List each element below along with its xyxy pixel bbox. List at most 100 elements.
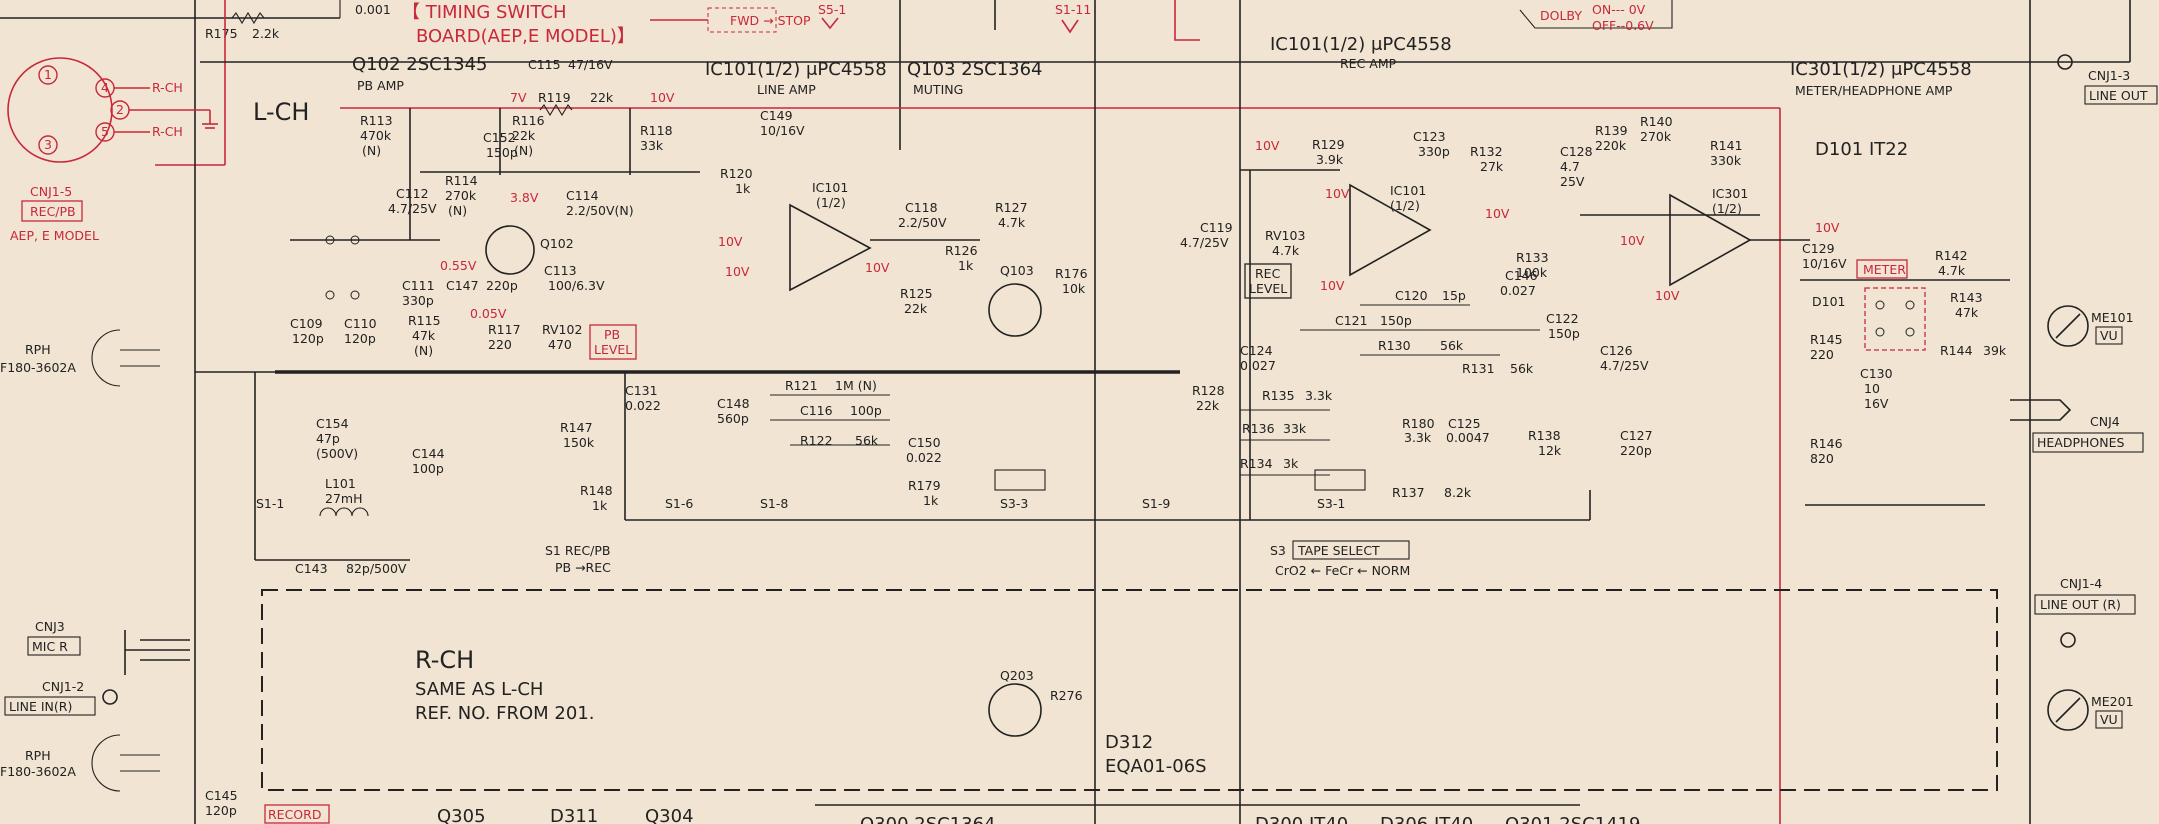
v10-label-5: 10V [1255,138,1280,153]
svg-text:R-CH: R-CH [152,80,183,95]
timing-switch-label-2: BOARD(AEP,E MODEL)】 [416,26,635,47]
meter-amp-section: IC301(1/2) μPC4558 METER/HEADPHONE AMP D… [1560,54,2158,731]
r116-label: R116 [512,113,545,128]
c152-value: 150p [486,145,518,160]
r129-label: R129 [1312,137,1345,152]
r116-n: (N) [514,143,533,158]
rv102-value: 470 [548,337,572,352]
r129-value: 3.9k [1316,152,1344,167]
r126-label: R126 [945,243,978,258]
c109-value: 120p [292,331,324,346]
c125-label: C125 [1448,416,1481,431]
r119-label: R119 [538,90,571,105]
r143-label: R143 [1950,290,1983,305]
r143-value: 47k [1955,305,1979,320]
r-ch-block: R-CH SAME AS L-CH REF. NO. FROM 201. Q20… [261,589,1998,791]
r180-value: 3.3k [1404,430,1432,445]
left-lower-connectors: CNJ3 MIC R CNJ1-2 LINE IN(R) C145 120p R… [4,619,330,824]
c113-value: 100/6.3V [548,278,605,293]
c116-value: 100p [850,403,882,418]
r132-value: 27k [1480,159,1504,174]
v10-label-2: 10V [718,234,743,249]
svg-text:2: 2 [116,102,124,117]
r140-value: 270k [1640,129,1672,144]
q300-label: Q300 2SC1364 [860,814,996,824]
r145-value: 220 [1810,347,1834,362]
v10-label-9: 10V [1620,233,1645,248]
cnj1-4-label: CNJ1-4 [2060,576,2102,591]
r135-label: R135 [1262,388,1295,403]
pb-amp-section: Q102 2SC1345 PB AMP C115 47/16V R119 22k… [254,54,700,576]
line-amp-section: IC101(1/2) μPC4558 LINE AMP Q103 2SC1364… [705,59,1225,511]
r137-label: R137 [1392,485,1425,500]
cnj1-3-label: CNJ1-3 [2088,68,2130,83]
r180-label: R180 [1402,416,1435,431]
v38-label: 3.8V [510,190,539,205]
v055-label: 0.55V [440,258,477,273]
c116-label: C116 [800,403,833,418]
v10-label-11: 10V [1815,220,1840,235]
q103-symbol [988,283,1042,337]
r119-value: 22k [590,90,614,105]
line-in-r-label: LINE IN(R) [9,699,72,714]
ic101-line-opamp [789,203,872,292]
r121-label: R121 [785,378,818,393]
meter-label: METER [1863,262,1906,277]
r127-label: R127 [995,200,1028,215]
r136-value: 33k [1283,421,1307,436]
c131-label: C131 [625,383,658,398]
d312-value: EQA01-06S [1105,756,1207,777]
r138-value: 12k [1538,443,1562,458]
ic101-rec-opamp [1349,183,1432,277]
ic301-label: IC301(1/2) μPC4558 [1790,59,1972,80]
timing-switch-label: 【 TIMING SWITCH [402,2,567,23]
rph-label-2: RPH [25,748,51,763]
line-amp-label: LINE AMP [757,82,816,97]
v10-label-4: 10V [865,260,890,275]
c111-label: C111 [402,278,435,293]
ic301-half: (1/2) [1712,201,1742,216]
c119-value: 4.7/25V [1180,235,1229,250]
d306-label: D306 IT40 [1380,814,1473,824]
c145-label: C145 [205,788,238,803]
c144-value: 100p [412,461,444,476]
tape-select-label: TAPE SELECT [1297,543,1380,558]
r139-label: R139 [1595,123,1628,138]
c126-value: 4.7/25V [1600,358,1649,373]
v10-label-7: 10V [1320,278,1345,293]
l-ch-title: L-CH [253,98,309,126]
line-in-jack-icon [102,689,118,705]
d101-title: D101 IT22 [1815,139,1908,160]
ic101-ref: IC101 [812,180,848,195]
top-strip: R175 2.2k 0.001 【 TIMING SWITCH BOARD(AE… [0,0,1673,150]
r134-value: 3k [1283,456,1299,471]
pb-level-label: PB [604,327,620,342]
pb-rec-label: PB →REC [555,560,611,575]
r132-label: R132 [1470,144,1503,159]
r114-value: 270k [445,188,477,203]
c-top-value: 0.001 [355,2,391,17]
r114-label: R114 [445,173,478,188]
c122-value: 150p [1548,326,1580,341]
c145-value: 120p [205,803,237,818]
r134-label: R134 [1240,456,1273,471]
c118-label: C118 [905,200,938,215]
r142-label: R142 [1935,248,1968,263]
c120-value: 15p [1442,288,1466,303]
rec-amp-label: REC AMP [1340,56,1397,71]
r118-label: R118 [640,123,673,138]
c123-label: C123 [1413,129,1446,144]
c149-label: C149 [760,108,793,123]
r125-value: 22k [904,301,928,316]
q301-label: Q301 2SC1419 [1505,814,1641,824]
c146-label: C146 [1505,268,1538,283]
c129-value: 10/16V [1802,256,1847,271]
svg-text:3: 3 [44,137,52,152]
r114-n: (N) [448,203,467,218]
c121-value: 150p [1380,313,1412,328]
ic301-opamp [1669,193,1752,287]
c130-value: 10 [1864,381,1880,396]
r175-label: R175 [205,26,238,41]
r139-value: 220k [1595,138,1627,153]
c147-value: 220p [486,278,518,293]
